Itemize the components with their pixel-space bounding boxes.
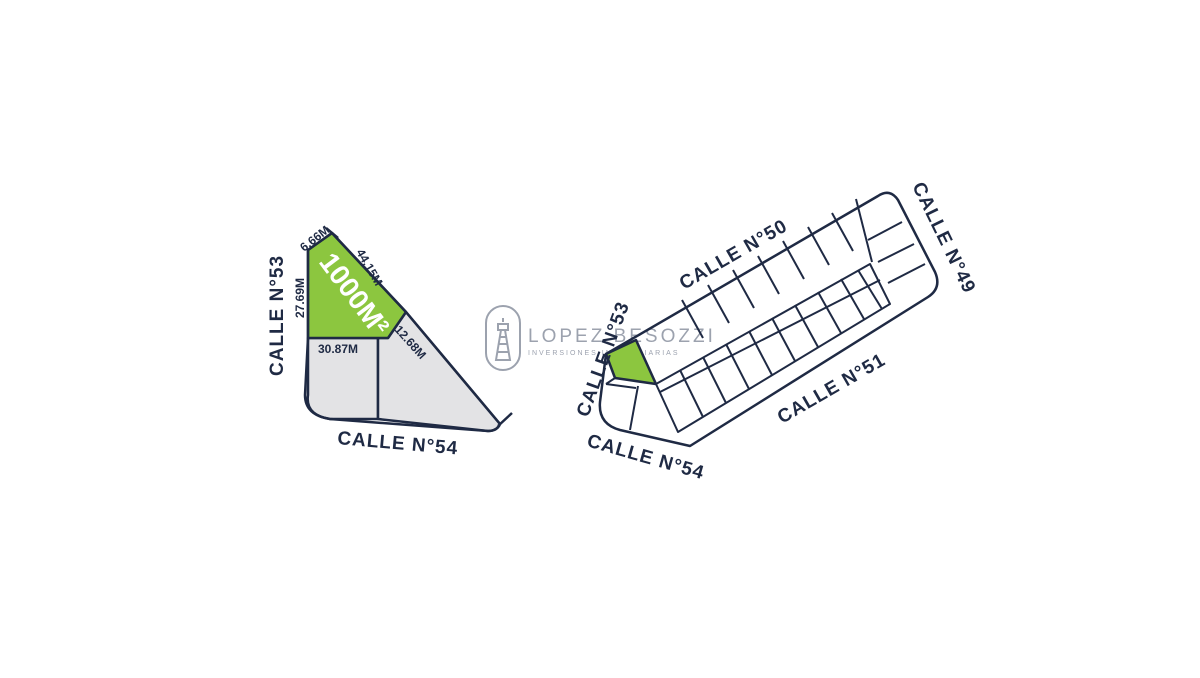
lot-divider-lower-4 xyxy=(748,330,773,376)
lot-divider-upper-4 xyxy=(757,255,780,295)
inner-block xyxy=(655,263,891,433)
inner-block-spine xyxy=(659,279,881,393)
lot-divider-sw-3 xyxy=(605,377,616,385)
lot-divider-lower-8 xyxy=(840,278,865,320)
lot-divider-lower-2 xyxy=(702,356,727,404)
brand-watermark: LOPEZ BESOZZI INVERSIONES INMOBILIARIAS xyxy=(485,305,716,371)
street-label-calle-53-left: CALLE N°53 xyxy=(267,255,288,376)
tower-icon xyxy=(485,305,521,371)
dim-label-bottom: 30.87M xyxy=(318,342,358,356)
lot-divider-upper-7 xyxy=(831,212,854,252)
lot-divider-upper-1 xyxy=(681,299,704,339)
lot-grid xyxy=(659,198,926,418)
right-plan xyxy=(598,191,939,448)
left-plan xyxy=(303,227,513,433)
street-label-calle-51: CALLE N°51 xyxy=(774,350,889,429)
lot-divider-upper-6 xyxy=(807,226,830,266)
dim-label-left: 27.69M xyxy=(293,278,307,318)
lot-divider-sw-1 xyxy=(605,383,637,389)
lot-divider-lower-9 xyxy=(857,269,883,310)
street-label-calle-54-right: CALLE N°54 xyxy=(585,431,707,485)
brand-tagline: INVERSIONES INMOBILIARIAS xyxy=(528,350,680,357)
lot-divider-upper-3 xyxy=(732,269,755,309)
lot-divider-upper-8 xyxy=(855,198,873,263)
street-label-calle-54-left: CALLE N°54 xyxy=(337,428,459,459)
lot-divider-lower-3 xyxy=(725,343,750,390)
lot-divider-lower-1 xyxy=(679,369,704,418)
lot-divider-sw-2 xyxy=(629,385,639,431)
lot-divider-upper-5 xyxy=(782,240,805,280)
lot-divider-east-3 xyxy=(887,263,926,284)
dim-tick-top xyxy=(325,227,339,239)
lot-divider-lower-5 xyxy=(771,317,796,362)
street-edge-south-east xyxy=(497,412,513,427)
brand-name: LOPEZ BESOZZI xyxy=(528,326,716,347)
lot-divider-lower-6 xyxy=(794,304,819,348)
right-plan-boundary xyxy=(598,191,939,448)
lot-divider-lower-7 xyxy=(817,291,842,334)
lot-divider-east-2 xyxy=(877,243,915,263)
lot-divider-upper-2 xyxy=(707,284,730,324)
lot-divider-east-1 xyxy=(867,221,903,241)
